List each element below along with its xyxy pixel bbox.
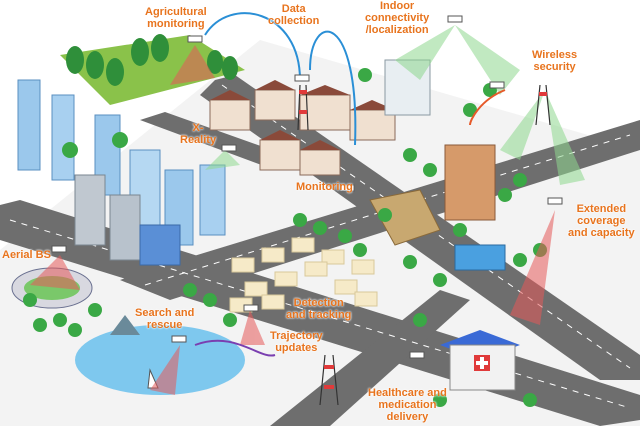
apartment-building [444, 144, 496, 221]
trees [23, 68, 547, 407]
tower-lights [299, 90, 547, 389]
gas-station [454, 244, 506, 271]
label-x-reality: X-Reality [180, 122, 217, 146]
house-roofs [210, 80, 395, 150]
farm-trees [66, 34, 238, 86]
skyscrapers [17, 79, 226, 266]
label-aerial-bs: Aerial BS [2, 249, 51, 261]
label-monitoring: Monitoring [296, 181, 353, 193]
data-links [194, 12, 506, 357]
mountain [110, 315, 140, 335]
hospital [440, 330, 520, 391]
shopping-center [369, 189, 441, 246]
drones [51, 15, 563, 359]
parking-lots [229, 237, 378, 313]
coverage-beams [30, 25, 585, 395]
cell-towers [297, 84, 551, 406]
